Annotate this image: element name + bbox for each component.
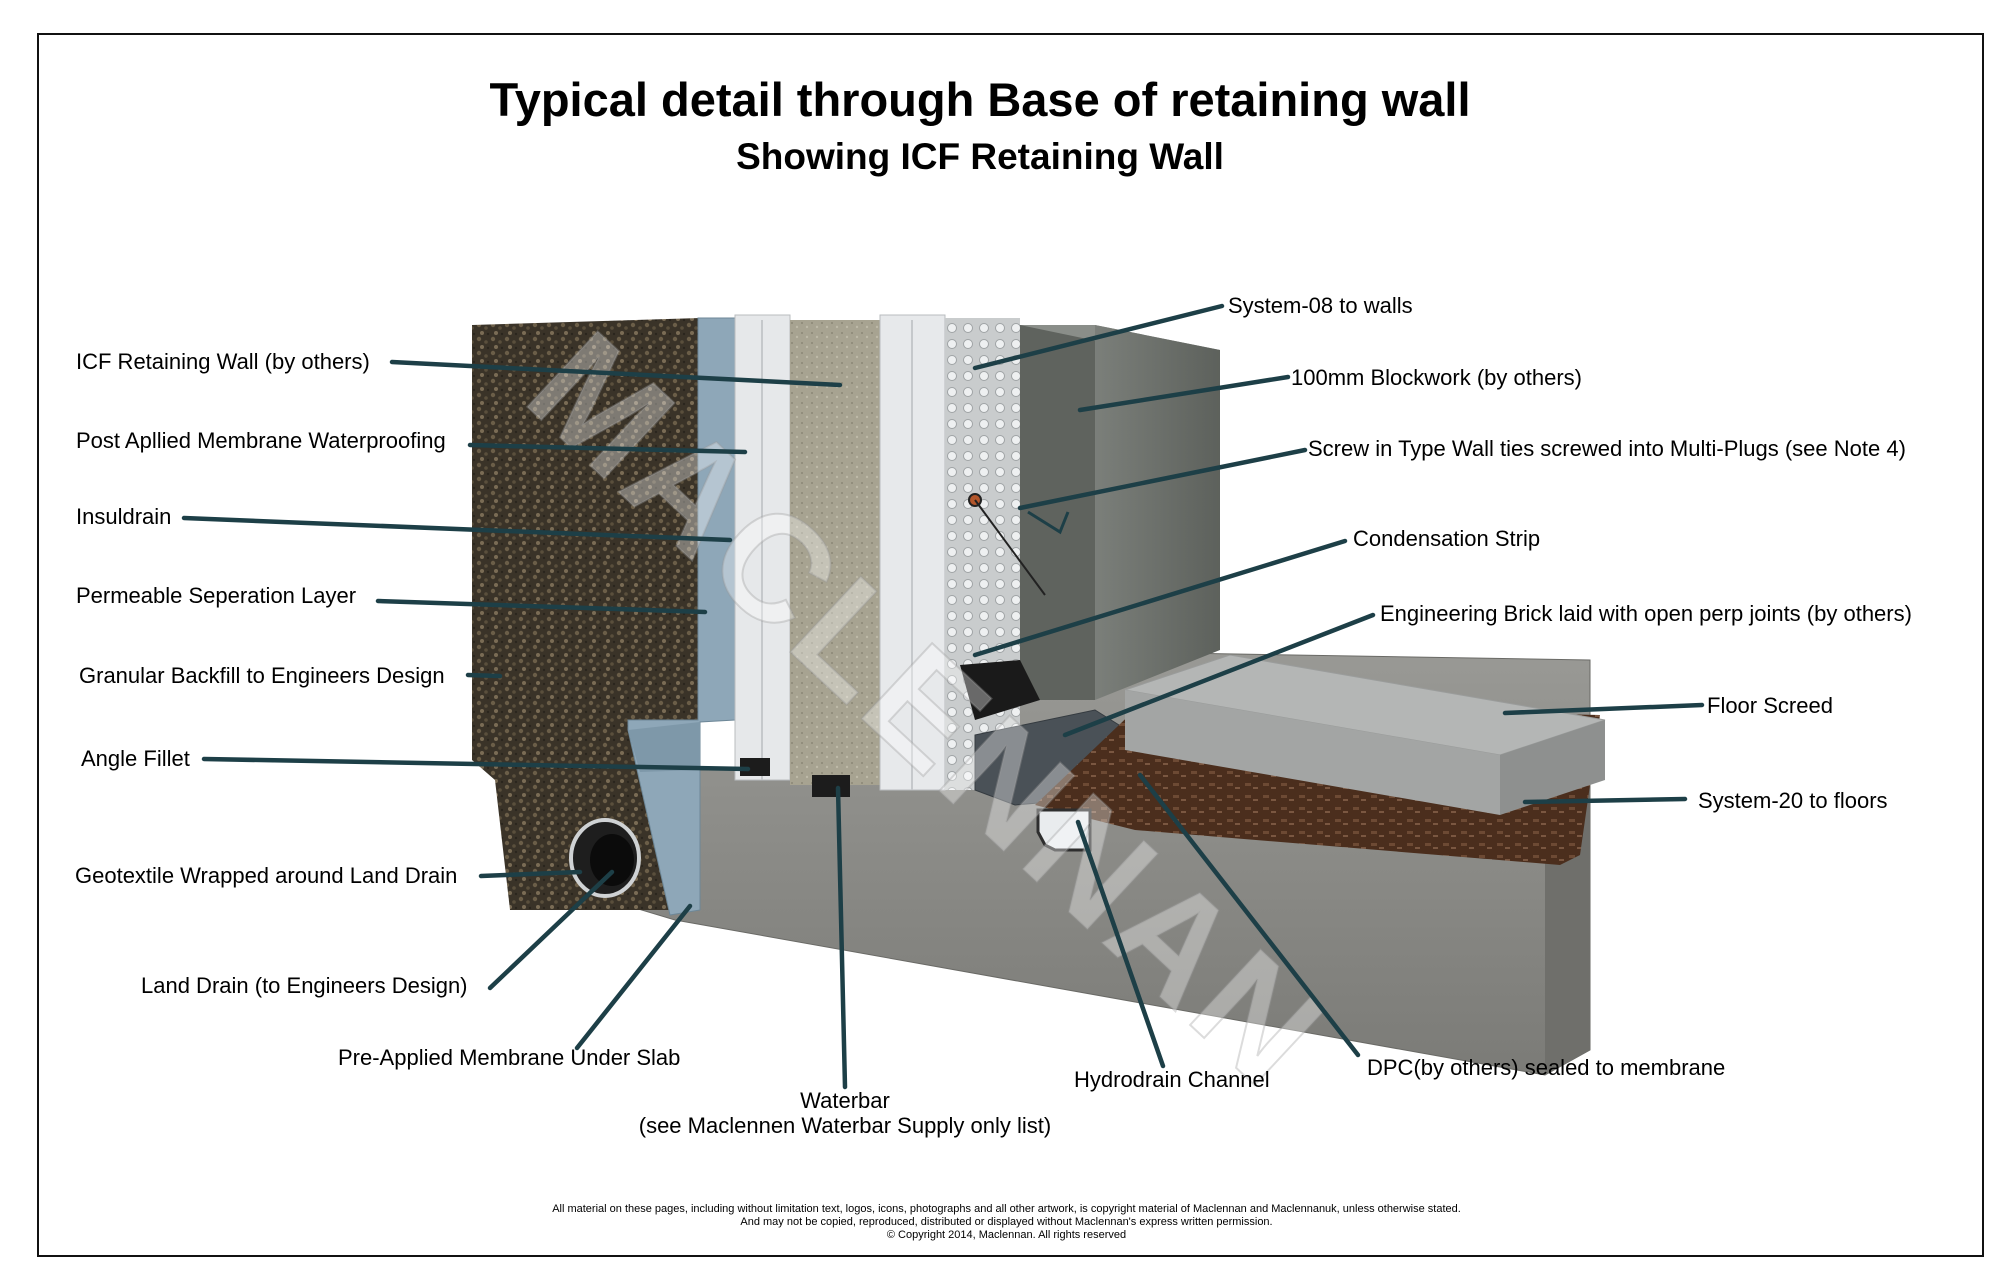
label-blockwork: 100mm Blockwork (by others)	[1291, 365, 1582, 390]
label-geotextile: Geotextile Wrapped around Land Drain	[75, 863, 458, 888]
footer-line-3: © Copyright 2014, Maclennan. All rights …	[886, 1229, 1127, 1242]
label-insuldrain: Insuldrain	[76, 504, 172, 529]
label-post-applied-membrane: Post Apllied Membrane Waterproofing	[76, 428, 446, 453]
blockwork-face	[1020, 325, 1095, 700]
label-condensation-strip: Condensation Strip	[1353, 526, 1541, 551]
label-pre-applied-membrane: Pre-Applied Membrane Under Slab	[338, 1045, 681, 1070]
condensation-strip	[960, 660, 1040, 720]
label-waterbar-line2: (see Maclennen Waterbar Supply only list…	[638, 1113, 1052, 1139]
label-engineering-brick: Engineering Brick laid with open perp jo…	[1380, 601, 1912, 626]
waterbar	[812, 775, 850, 797]
label-system08: System-08 to walls	[1228, 293, 1413, 318]
label-permeable-layer: Permeable Seperation Layer	[76, 583, 357, 608]
label-dpc: DPC(by others) sealed to membrane	[1367, 1055, 1726, 1080]
blockwork-side	[1095, 325, 1220, 700]
footer-line-2: And may not be copied, reproduced, distr…	[740, 1216, 1273, 1229]
membrane-toe	[628, 722, 700, 772]
diagram-subtitle: Showing ICF Retaining Wall	[736, 136, 1224, 177]
label-wall-ties: Screw in Type Wall ties screwed into Mul…	[1308, 436, 1906, 461]
footer-line-1: All material on these pages, including w…	[552, 1203, 1461, 1215]
wall-tie	[974, 499, 1046, 596]
angle-fillet	[740, 758, 770, 776]
label-hydrodrain: Hydrodrain Channel	[1074, 1067, 1270, 1092]
label-floor-screed: Floor Screed	[1707, 693, 1833, 718]
floor-screed-side	[1500, 720, 1605, 815]
label-waterbar: Waterbar (see Maclennen Waterbar Supply …	[620, 1088, 1070, 1139]
copyright-footer: All material on these pages, including w…	[0, 1203, 2013, 1243]
leader-lines	[181, 303, 1705, 1090]
label-icf-wall: ICF Retaining Wall (by others)	[76, 349, 370, 374]
floor-screed-face	[1125, 690, 1500, 815]
wall-tie-pointer	[1027, 510, 1070, 535]
label-land-drain: Land Drain (to Engineers Design)	[141, 973, 468, 998]
drawing-frame	[37, 33, 1984, 1257]
icf-concrete-core	[790, 320, 880, 785]
label-waterbar-line1: Waterbar	[800, 1088, 890, 1113]
label-granular-backfill: Granular Backfill to Engineers Design	[79, 663, 445, 688]
diagram-title: Typical detail through Base of retaining…	[489, 73, 1471, 126]
label-angle-fillet: Angle Fillet	[81, 746, 190, 771]
label-system20: System-20 to floors	[1698, 788, 1888, 813]
